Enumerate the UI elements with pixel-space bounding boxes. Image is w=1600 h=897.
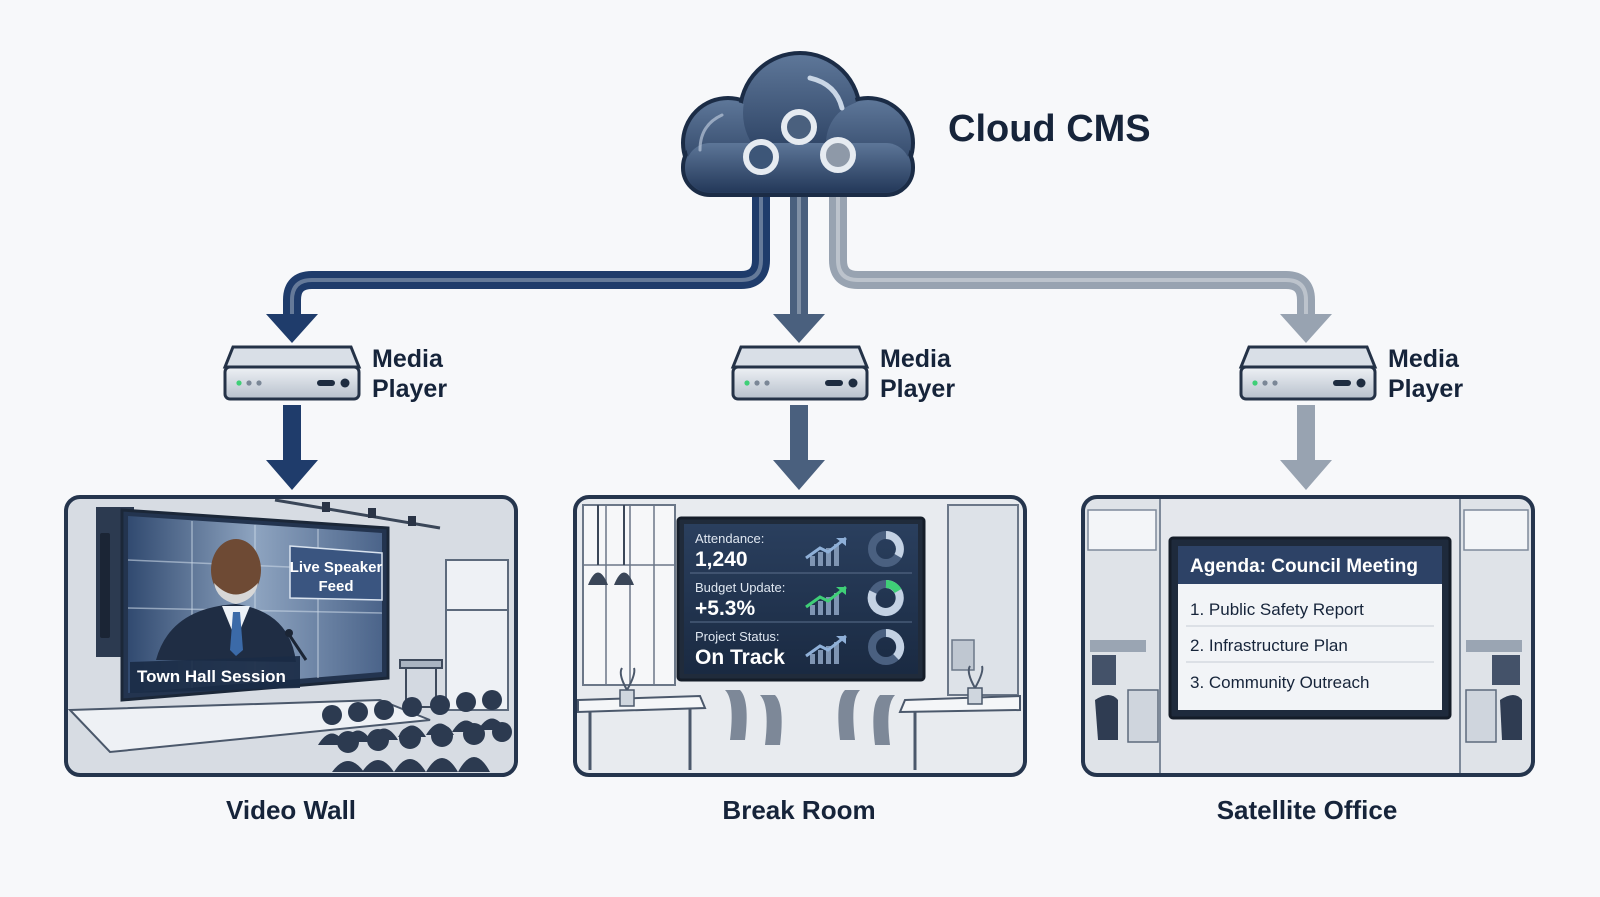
panel-satellite-office: Agenda: Council Meeting 1. Public Safety… — [1081, 495, 1535, 777]
cloud-icon — [681, 51, 915, 197]
donut-chart-icon — [868, 628, 905, 665]
media-player-label-line2: Player — [880, 375, 956, 403]
trend-chart-icon — [805, 634, 847, 664]
media-player-label-line1: Media — [880, 345, 951, 373]
stat-attendance-value: 1,240 — [695, 548, 748, 571]
media-player-middle — [730, 345, 870, 401]
location-label-satellite-office: Satellite Office — [1216, 795, 1398, 825]
office-desks-right — [1463, 509, 1529, 743]
audience — [318, 690, 512, 772]
connector-right — [829, 151, 1315, 331]
panel-video-wall: Live Speaker Feed Town Hall Session — [64, 495, 518, 777]
connector-left-inner — [290, 168, 763, 324]
cloud-cms-title: Cloud CMS — [948, 108, 1151, 150]
location-label-break-room: Break Room — [722, 795, 876, 825]
media-player-label-line1: Media — [1388, 345, 1459, 373]
arrowhead-left — [266, 314, 318, 343]
chair-icon — [725, 690, 895, 745]
media-player-label-right: Media Player — [1388, 344, 1463, 404]
connector-right-inner — [836, 160, 1308, 322]
stat-status-label: Project Status: — [695, 629, 780, 644]
stat-budget-value: +5.3% — [695, 597, 755, 620]
donut-chart-icon — [868, 531, 904, 567]
agenda-screen: Agenda: Council Meeting 1. Public Safety… — [1168, 536, 1452, 720]
stat-status-value: On Track — [695, 646, 785, 669]
arrowhead-right — [1280, 314, 1332, 343]
stat-attendance-label: Attendance: — [695, 531, 764, 546]
connectors — [266, 126, 1332, 490]
agenda-title: Agenda: Council Meeting — [1190, 556, 1418, 577]
panel-break-room: Attendance: 1,240 Budget Update: +5.3% P… — [573, 495, 1027, 777]
donut-chart-icon — [867, 580, 904, 616]
dashboard-screen: Attendance: 1,240 Budget Update: +5.3% P… — [676, 516, 926, 682]
office-desks-left — [1087, 509, 1159, 743]
media-player-left — [222, 345, 362, 401]
media-player-label-line2: Player — [372, 375, 448, 403]
trend-chart-icon — [805, 585, 847, 615]
arrowhead-player-left — [266, 460, 318, 490]
agenda-item-1: 1. Public Safety Report — [1190, 600, 1364, 619]
speaker-figure — [156, 539, 308, 662]
media-player-label-left: Media Player — [372, 344, 447, 404]
video-wall-screen: Live Speaker Feed Town Hall Session — [120, 508, 390, 702]
agenda-item-3: 3. Community Outreach — [1190, 673, 1370, 692]
agenda-item-2: 2. Infrastructure Plan — [1190, 636, 1348, 655]
live-feed-badge-line1: Live Speaker — [290, 559, 383, 576]
arrowhead-middle — [773, 314, 825, 343]
media-player-label-middle: Media Player — [880, 344, 955, 404]
location-label-video-wall: Video Wall — [225, 795, 357, 825]
trend-chart-icon — [805, 536, 847, 566]
arrowhead-right-lower — [1280, 460, 1332, 490]
media-player-label-line1: Media — [372, 345, 443, 373]
media-player-label-line2: Player — [1388, 375, 1464, 403]
connector-left — [283, 161, 770, 331]
arrowhead-player-middle — [773, 460, 825, 490]
stat-budget-label: Budget Update: — [695, 580, 785, 595]
video-wall-caption: Town Hall Session — [137, 667, 286, 686]
live-feed-badge-line2: Feed — [318, 578, 353, 595]
live-feed-badge: Live Speaker Feed — [289, 545, 383, 601]
media-player-right — [1238, 345, 1378, 401]
